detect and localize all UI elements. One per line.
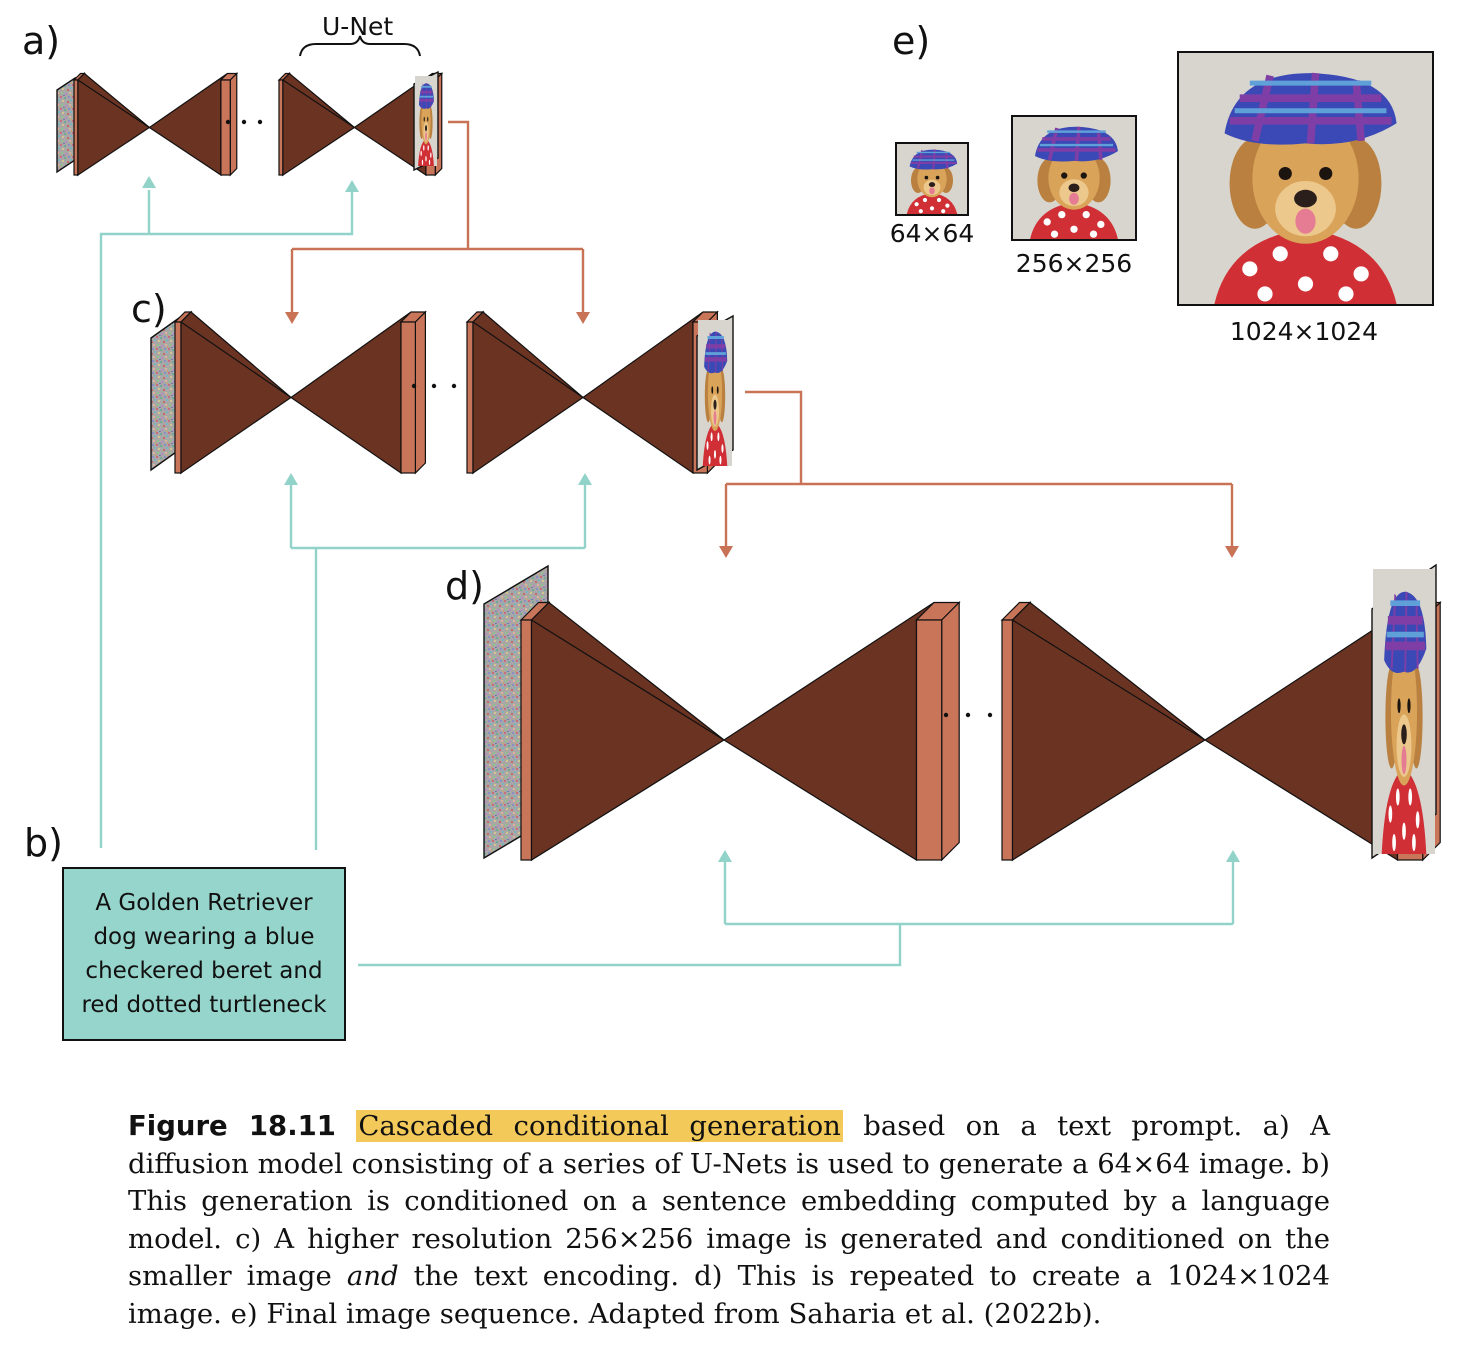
- size-label-64: 64×64: [889, 219, 975, 248]
- unet-encoder: [1011, 601, 1207, 862]
- unet-decoder: [581, 311, 704, 475]
- arrow-icon: [1225, 546, 1239, 558]
- figure-diagram: a) b) c) d) e) U-Net 64×64 256×256 1024×…: [22, 12, 1442, 1041]
- arrow-icon: [576, 312, 590, 324]
- output-image-256: [1011, 115, 1137, 241]
- ellipsis-icon: [225, 119, 263, 125]
- arrow-icon: [719, 546, 733, 558]
- ellipsis-icon: [411, 383, 457, 389]
- arrow-icon: [578, 473, 592, 485]
- noise-image: [56, 76, 76, 174]
- unet-encoder: [282, 72, 356, 177]
- unet-decoder: [148, 73, 228, 177]
- unet-encoder: [77, 72, 151, 177]
- unet-a2: [277, 72, 444, 177]
- text-flow-a: [99, 190, 354, 848]
- unet-encoder: [472, 311, 584, 475]
- ellipsis-icon: [943, 712, 993, 718]
- panel-label-e: e): [892, 19, 931, 63]
- unet-a1: [72, 72, 239, 177]
- arrow-icon: [142, 176, 156, 188]
- unet-decoder: [289, 311, 412, 475]
- output-image-64: [895, 142, 969, 216]
- text-prompt-box: A Golden Retriever dog wearing a blue ch…: [62, 867, 346, 1041]
- caption-text-2: the text encoding. d) This is repeated t…: [128, 1260, 1330, 1330]
- text-prompt: A Golden Retriever dog wearing a blue ch…: [81, 890, 327, 1018]
- text-flow-d: [358, 924, 902, 967]
- unet-output-layer: [915, 601, 961, 862]
- size-label-1024: 1024×1024: [1229, 317, 1379, 346]
- dog-image: [413, 70, 439, 172]
- unet-output-layer: [399, 310, 427, 475]
- flow-arrows: [99, 120, 1240, 967]
- diagram-canvas: [56, 35, 1442, 967]
- image-flow-a: [448, 120, 470, 249]
- panel-label-a: a): [22, 19, 61, 63]
- panel-label-c: c): [131, 287, 167, 331]
- arrow-icon: [284, 473, 298, 485]
- arrow-icon: [285, 312, 299, 324]
- unet-brace: [299, 35, 421, 57]
- dog-image: [1371, 563, 1437, 860]
- unet-c2: [465, 310, 719, 475]
- unet-stages: [56, 35, 1442, 862]
- output-image-1024: [1177, 51, 1434, 306]
- caption-highlight: Cascaded conditional generation: [356, 1110, 843, 1142]
- unet-label: U-Net: [322, 12, 394, 41]
- panel-label-b: b): [24, 821, 63, 865]
- unet-d1: [519, 601, 961, 862]
- size-label-256: 256×256: [1015, 249, 1133, 278]
- arrow-icon: [1226, 850, 1240, 862]
- figure-caption: Figure 18.11 Cascaded conditional genera…: [128, 1108, 1330, 1333]
- unet-decoder: [722, 601, 935, 862]
- unet-output-layer: [219, 72, 239, 177]
- image-flow-c: [745, 390, 803, 484]
- unet-encoder: [180, 311, 292, 475]
- unet-c1: [173, 310, 427, 475]
- figure-number: Figure 18.11: [128, 1110, 336, 1142]
- caption-emphasis: and: [346, 1260, 399, 1292]
- unet-encoder: [530, 601, 726, 862]
- arrow-icon: [345, 180, 359, 192]
- caption-text-1: based on a text prompt. a) A diffusion m…: [128, 1110, 1330, 1292]
- dog-image: [696, 314, 734, 472]
- panel-label-d: d): [445, 564, 484, 608]
- arrow-icon: [718, 850, 732, 862]
